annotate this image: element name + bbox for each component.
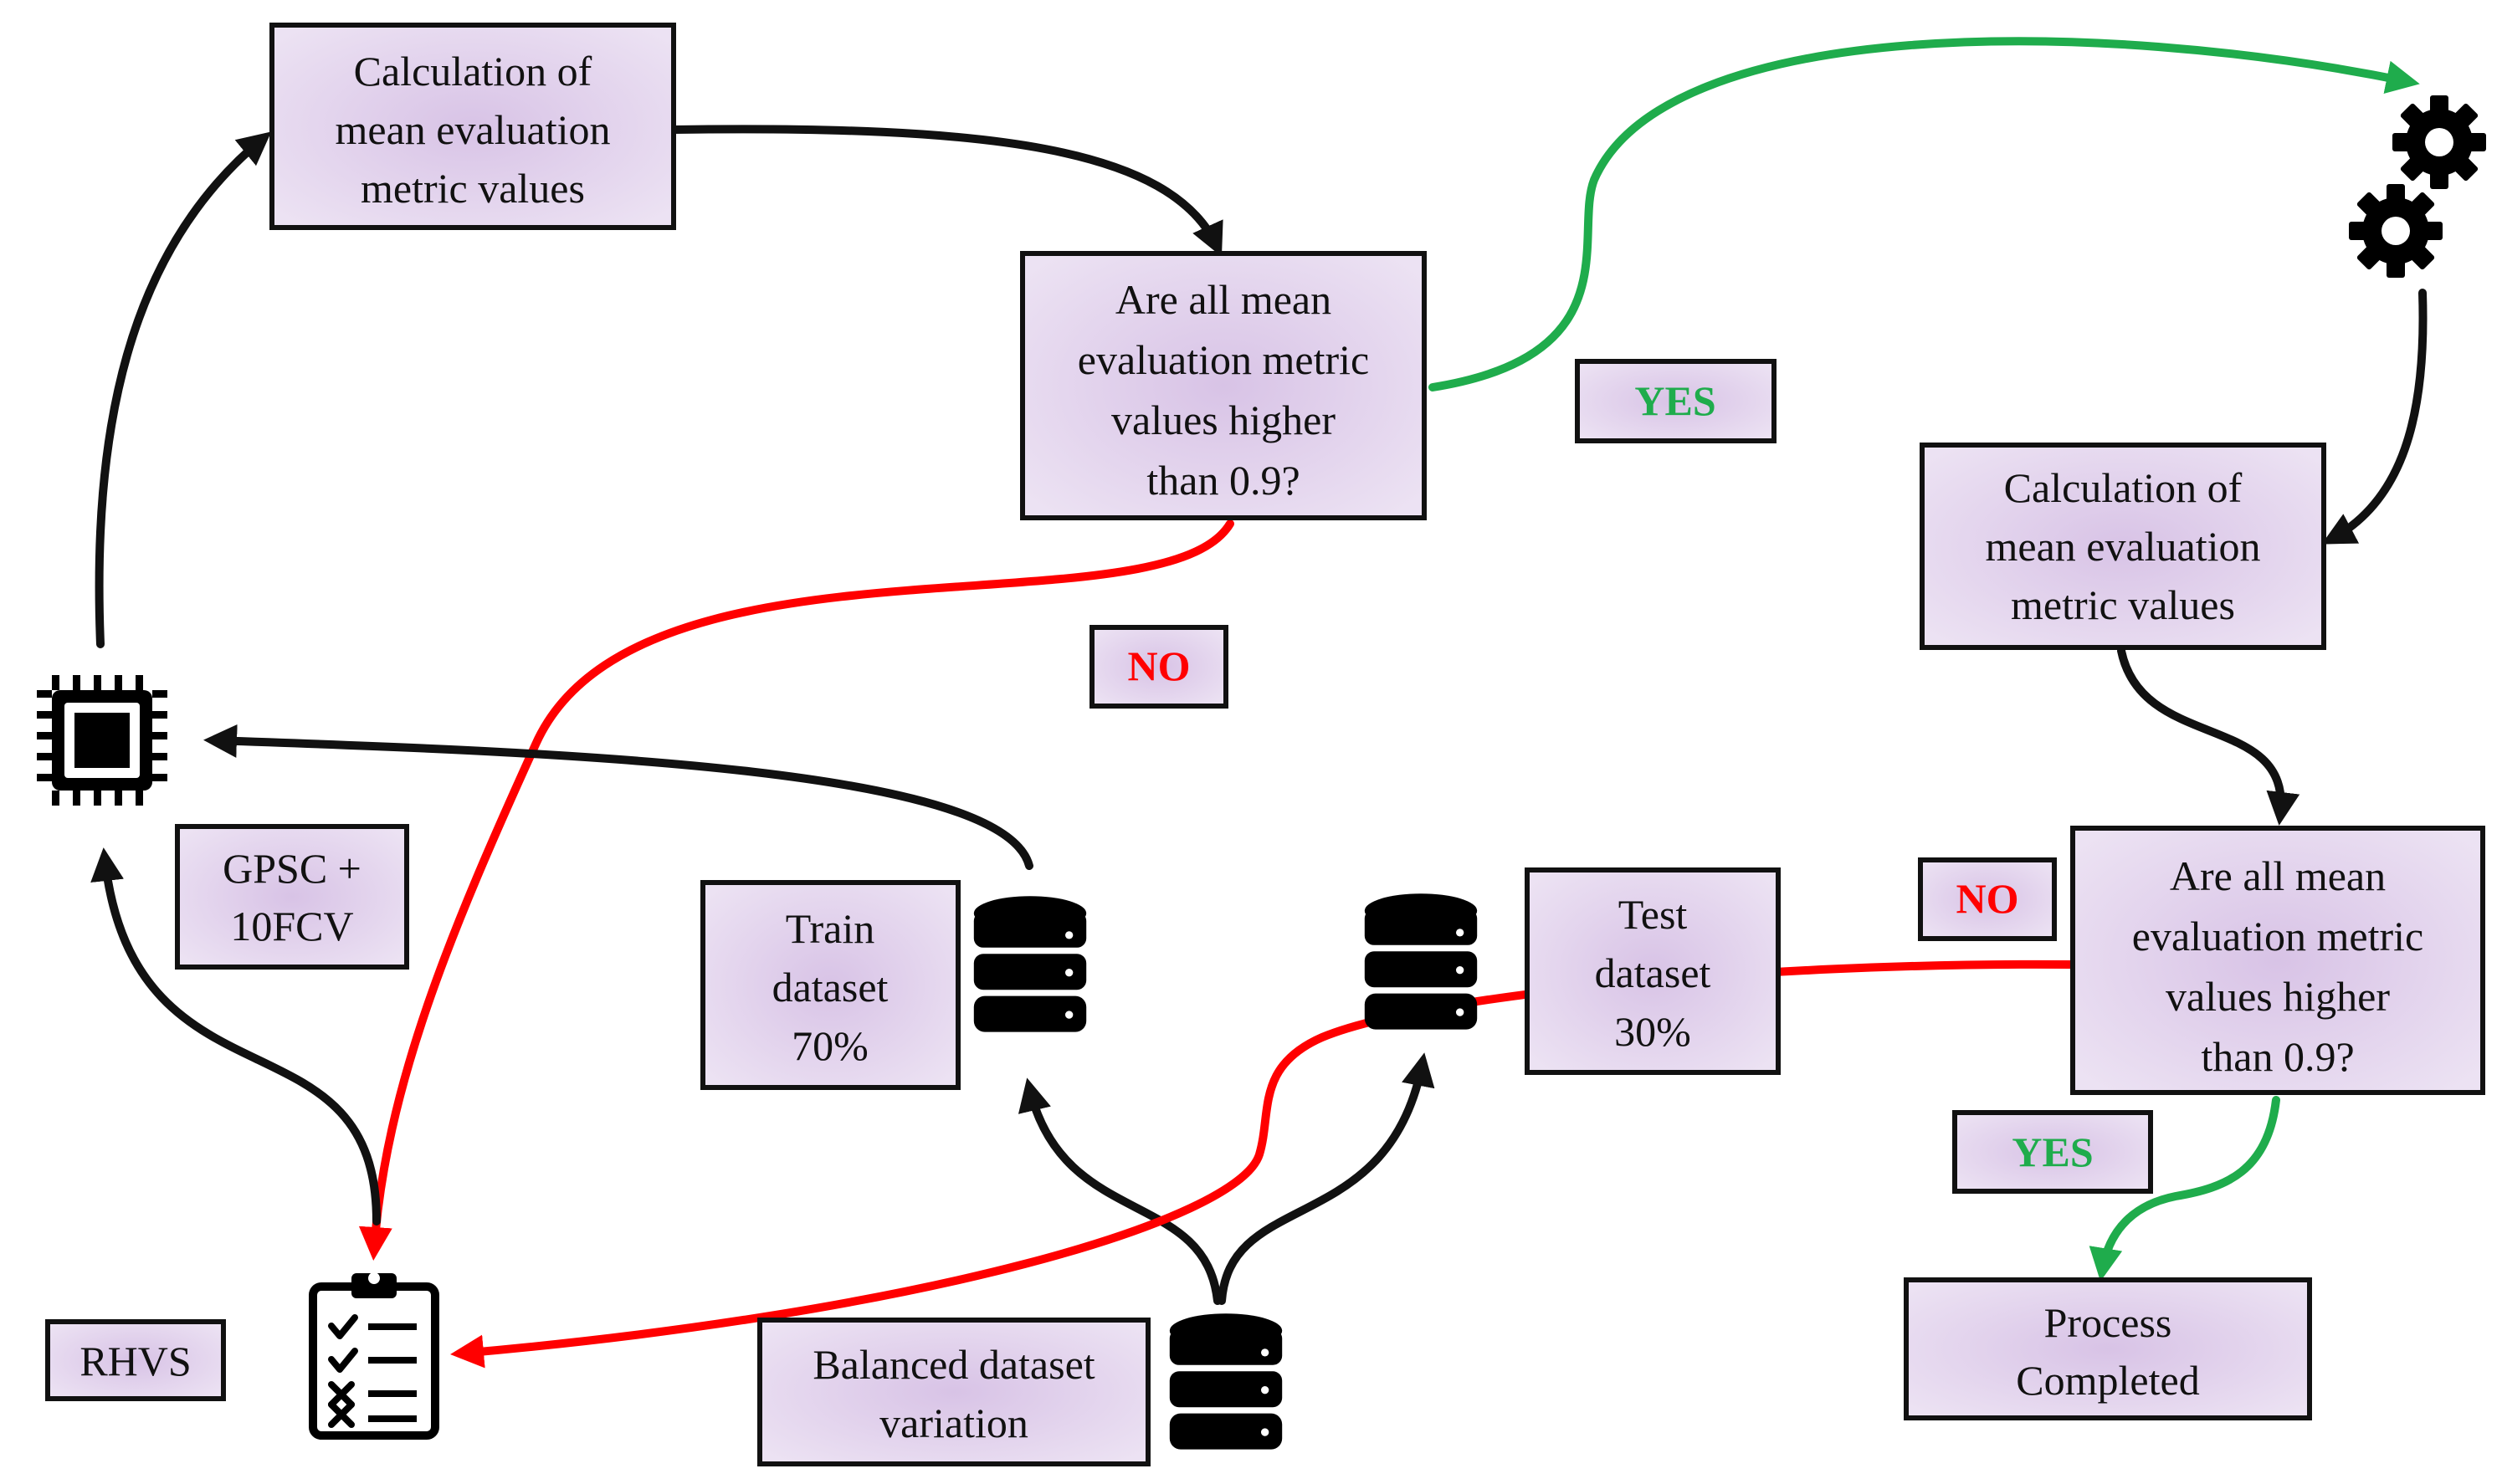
arrow-balanced-to-train — [1018, 1077, 1222, 1305]
arrow-gears-to-calc-right — [2321, 289, 2428, 545]
clipboard-checklist-icon — [309, 1272, 439, 1440]
test-dataset-box: Test dataset 30% — [1525, 867, 1781, 1075]
question-right-line-4: than 0.9? — [2201, 1033, 2354, 1080]
question-right-box: Are all mean evaluation metric values hi… — [2070, 826, 2485, 1095]
test-dataset-line-2: dataset — [1595, 949, 1711, 996]
calc-mean-left-line-2: mean evaluation — [335, 106, 610, 153]
gears-icon — [2349, 95, 2486, 278]
question-top-line-4: than 0.9? — [1146, 457, 1300, 504]
train-dataset-line-1: Train — [786, 905, 875, 952]
train-database-icon — [973, 896, 1087, 1032]
test-database-icon — [1364, 893, 1478, 1030]
no-top-text: NO — [1128, 642, 1191, 689]
gpsc-line-1: GPSC + — [223, 845, 361, 892]
cpu-chip-icon — [37, 675, 167, 806]
arrow-yes-to-process-completed — [2089, 1096, 2280, 1282]
no-right-label: NO — [1918, 857, 2057, 941]
no-top-label: NO — [1089, 625, 1228, 709]
arrow-train-db-to-cpu — [203, 724, 1033, 870]
question-top-box: Are all mean evaluation metric values hi… — [1020, 251, 1427, 520]
calc-mean-right-line-1: Calculation of — [2004, 464, 2243, 511]
no-right-text: NO — [1956, 875, 2019, 922]
arrow-clipboard-to-cpu — [90, 847, 381, 1226]
rhvs-box: RHVS — [45, 1319, 226, 1401]
gpsc-line-2: 10FCV — [230, 903, 353, 949]
rhvs-line-1: RHVS — [79, 1338, 191, 1384]
test-dataset-line-1: Test — [1618, 891, 1688, 938]
question-right-line-2: evaluation metric — [2132, 913, 2423, 959]
question-top-line-2: evaluation metric — [1078, 336, 1369, 383]
yes-right-label: YES — [1952, 1110, 2153, 1194]
arrow-no-top-to-clipboard — [358, 519, 1234, 1261]
test-dataset-line-3: 30% — [1614, 1008, 1691, 1055]
question-right-line-1: Are all mean — [2170, 852, 2386, 899]
arrow-calc-right-to-question-right — [2117, 647, 2300, 826]
arrow-balanced-to-test — [1218, 1052, 1435, 1305]
process-completed-line-1: Process — [2044, 1299, 2172, 1346]
calc-mean-right-line-2: mean evaluation — [1985, 523, 2260, 570]
question-top-line-1: Are all mean — [1115, 276, 1331, 323]
question-top-line-3: values higher — [1111, 397, 1336, 443]
yes-top-label: YES — [1575, 359, 1777, 443]
balanced-dataset-line-1: Balanced dataset — [813, 1341, 1095, 1388]
calc-mean-right-line-3: metric values — [2011, 581, 2235, 628]
calc-mean-left-line-1: Calculation of — [354, 48, 592, 95]
yes-right-text: YES — [2012, 1128, 2093, 1175]
calc-mean-left-box: Calculation of mean evaluation metric va… — [269, 23, 676, 230]
gpsc-box: GPSC + 10FCV — [175, 824, 409, 970]
process-completed-box: Process Completed — [1904, 1277, 2312, 1420]
process-completed-line-2: Completed — [2016, 1357, 2199, 1404]
balanced-dataset-line-2: variation — [879, 1400, 1028, 1446]
arrow-yes-to-gears — [1428, 37, 2420, 391]
arrow-calc-to-question — [669, 125, 1223, 257]
arrow-cpu-to-calc — [95, 131, 272, 648]
yes-top-text: YES — [1634, 377, 1715, 424]
calc-mean-left-line-3: metric values — [361, 165, 585, 212]
calc-mean-right-box: Calculation of mean evaluation metric va… — [1920, 443, 2326, 650]
train-dataset-line-3: 70% — [792, 1022, 869, 1069]
balanced-dataset-box: Balanced dataset variation — [757, 1318, 1151, 1466]
question-right-line-3: values higher — [2166, 973, 2390, 1020]
balanced-database-icon — [1169, 1313, 1283, 1450]
train-dataset-line-2: dataset — [772, 964, 889, 1011]
train-dataset-box: Train dataset 70% — [700, 880, 961, 1090]
